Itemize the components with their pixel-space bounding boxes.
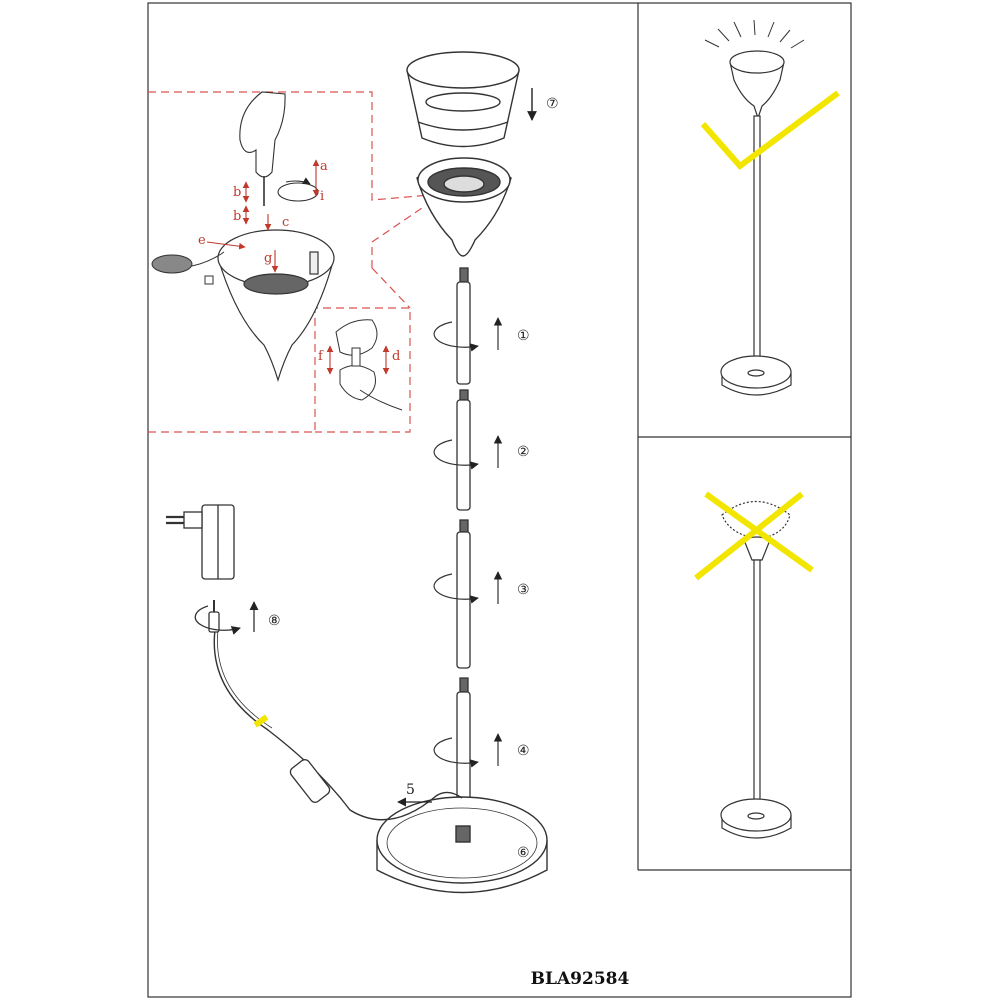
step-label-7: ⑦ (546, 96, 559, 112)
detail-label-d: d (392, 349, 400, 364)
step-label-2: ② (517, 444, 530, 460)
step-label-6: ⑥ (517, 845, 530, 861)
detail-arrows (206, 159, 390, 375)
detail-bulb-cap (277, 177, 319, 202)
detail-hand-top (239, 91, 286, 206)
light-rays (704, 19, 805, 49)
cross-mark-icon (694, 491, 814, 581)
detail-label-e: e (198, 233, 206, 248)
detail-label-f: f (318, 349, 324, 364)
step-label-4: ④ (517, 743, 530, 759)
detail-label-a: a (320, 159, 328, 174)
dc-plug (194, 600, 259, 635)
detail-label-c: c (282, 215, 289, 230)
step-label-3: ③ (517, 582, 530, 598)
detail-label-i: i (320, 189, 324, 204)
outer-frame (147, 2, 852, 998)
detail-label-b-upper: b (233, 185, 241, 200)
cord-marker (253, 714, 269, 728)
detail-label-g: g (264, 251, 272, 266)
detail-label-b-lower: b (233, 209, 241, 224)
step-label-1: ① (517, 328, 530, 344)
inline-switch (289, 759, 331, 803)
pole-segment-3 (456, 519, 471, 669)
power-cord (213, 629, 463, 821)
pole-segment-2 (456, 389, 471, 511)
check-mark-icon (700, 90, 840, 171)
detail-hands-bottom (335, 319, 403, 411)
lamp-base (376, 796, 548, 894)
detail-frame (148, 91, 431, 433)
top-shade (406, 51, 520, 148)
detail-housing (217, 229, 335, 383)
lamp-head (416, 157, 512, 257)
step-label-8: ⑧ (268, 613, 281, 629)
pole-segment-4 (456, 677, 471, 815)
pole-segment-1 (456, 267, 471, 385)
incorrect-lamp (720, 501, 792, 839)
correct-lamp (704, 19, 805, 396)
power-cord-inner (217, 629, 273, 729)
model-code: BLA92584 (531, 969, 630, 989)
step-label-5: 5 (406, 782, 415, 798)
power-adapter (166, 504, 235, 580)
detail-led-module-side (151, 251, 225, 285)
